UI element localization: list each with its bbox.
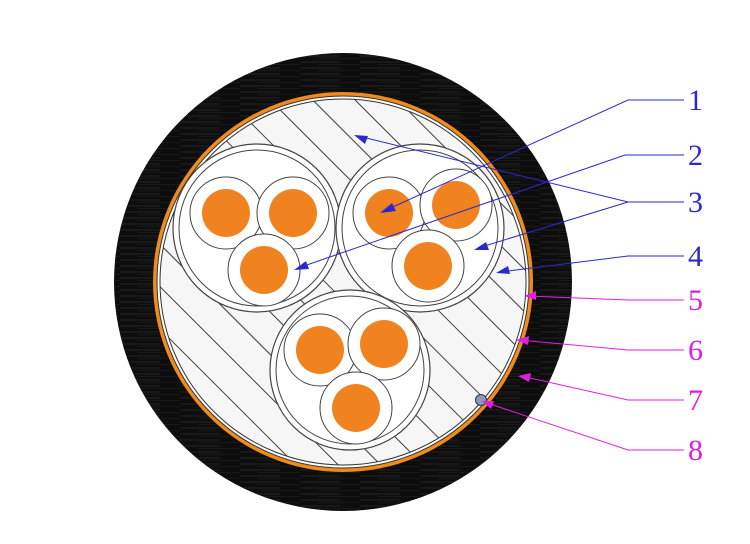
drain-wire <box>475 394 487 406</box>
triad-group-right <box>335 143 505 313</box>
callout-labels: 1 2 3 4 5 6 7 8 <box>688 84 703 467</box>
conductor <box>404 242 452 290</box>
callout-label-5: 5 <box>688 284 703 317</box>
callout-label-3: 3 <box>688 186 703 219</box>
callout-label-7: 7 <box>688 384 703 417</box>
conductor <box>269 189 317 237</box>
triad-group-left <box>172 143 342 313</box>
leader-lines <box>297 99 684 451</box>
arrowheads <box>294 135 536 409</box>
conductor <box>296 326 344 374</box>
conductor <box>432 181 480 229</box>
callout-label-2: 2 <box>688 139 703 172</box>
conductor <box>202 189 250 237</box>
triad-group-bottom <box>269 289 431 451</box>
conductor <box>240 246 288 294</box>
callout-label-8: 8 <box>688 434 703 467</box>
conductor <box>365 189 413 237</box>
callout-label-1: 1 <box>688 84 703 117</box>
callout-label-6: 6 <box>688 334 703 367</box>
conductor <box>360 320 408 368</box>
callout-label-4: 4 <box>688 240 703 273</box>
conductor <box>332 384 380 432</box>
